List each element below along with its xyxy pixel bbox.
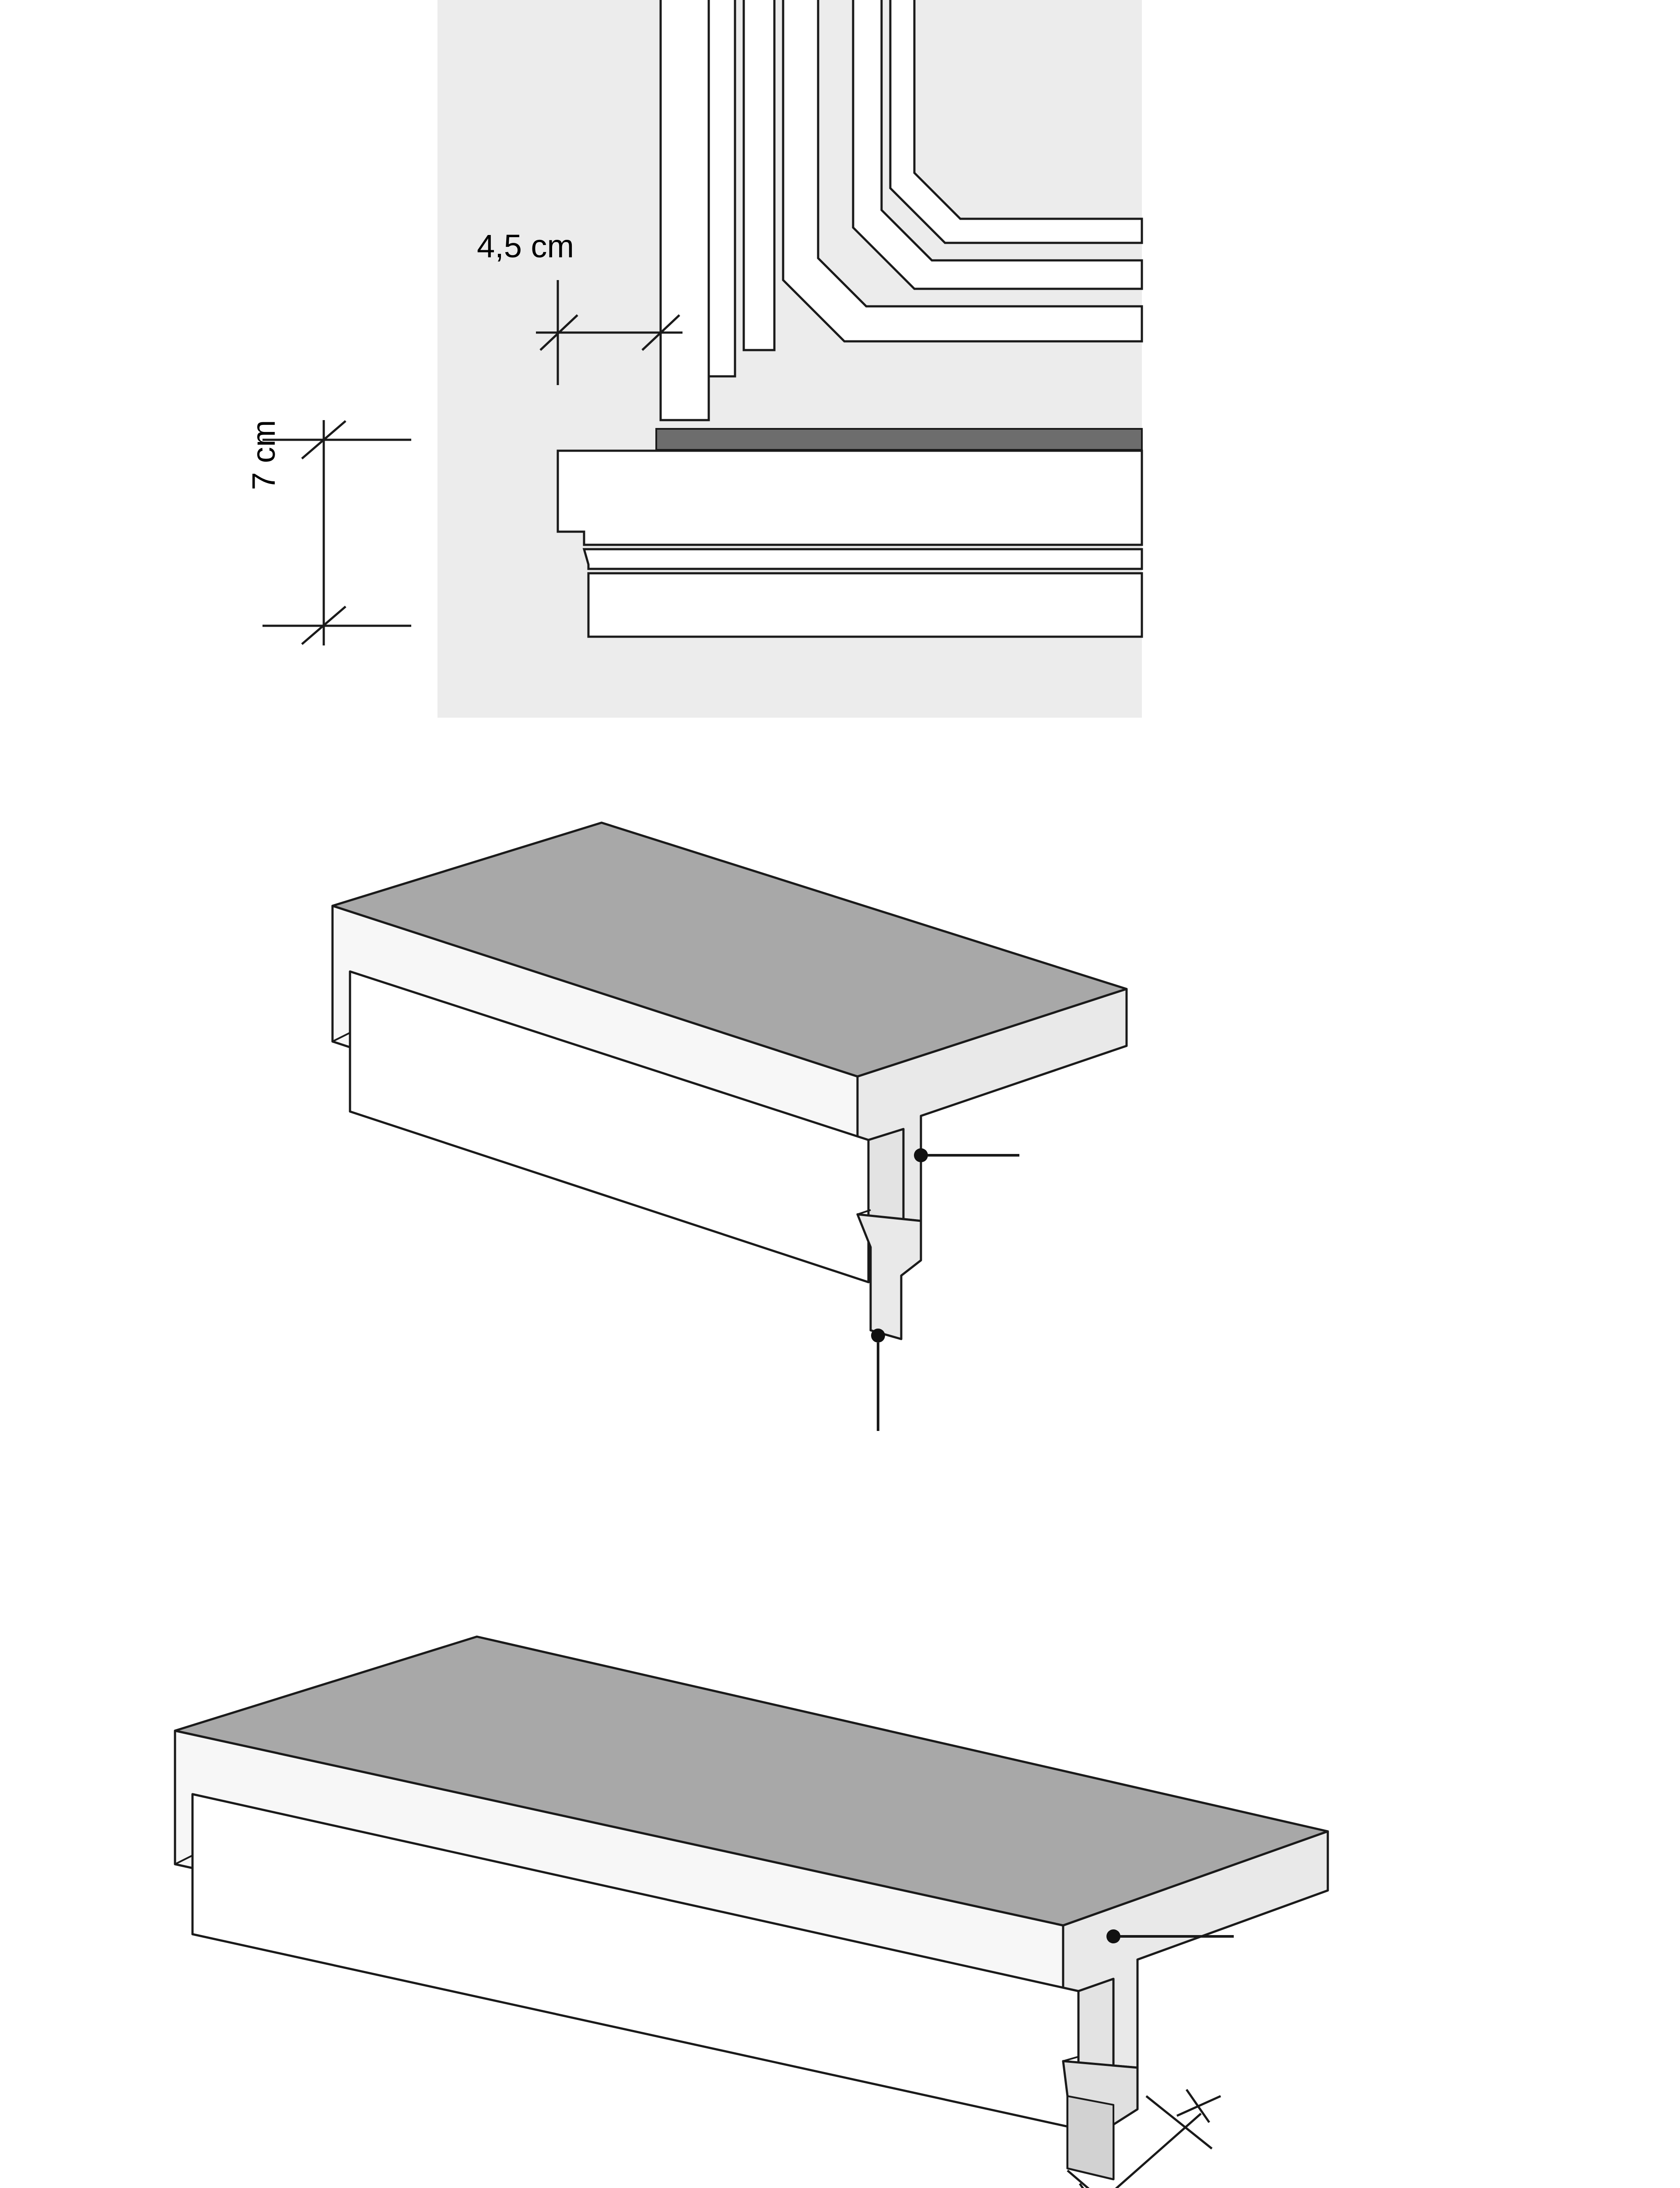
dimension-label-4-5cm: 4,5 cm (477, 228, 574, 264)
figure-section-detail: 4,5 cm 7 cm (0, 0, 1680, 744)
drip-nose (856, 1213, 922, 1340)
dark-band (655, 428, 1143, 451)
figure-isometric-drip-edges: Schnitt Tropfkanten vorneund an den Seit… (0, 744, 1680, 2188)
leader-slb (1106, 1929, 1234, 1943)
leader-dot-tropfkanten (871, 1329, 885, 1343)
sill2-closed-side-front (1067, 2095, 1114, 2180)
sill-profile (556, 449, 1143, 638)
dimension-7cm (262, 420, 411, 645)
callout-label-tropfkanten: Tropfkanten vorneund an den Seiten (704, 2184, 974, 2188)
window-frame (659, 0, 1143, 421)
leader-dot-schnitt (914, 1148, 928, 1162)
leader-dot-slb (1106, 1929, 1120, 1943)
tropfkanten-line-1: Tropfkanten vorne (704, 2184, 973, 2188)
dimension-4-5cm (536, 280, 682, 385)
leader-tropfkanten (871, 1329, 885, 1431)
leader-schnitt (914, 1148, 1019, 1162)
dimension-label-7cm: 7 cm (245, 420, 282, 490)
figure-isometric-side-closed: SLB 400 seitlichgeschlossen 6 cm (0, 1602, 1680, 2188)
dimension-6cm (1067, 2089, 1222, 2188)
